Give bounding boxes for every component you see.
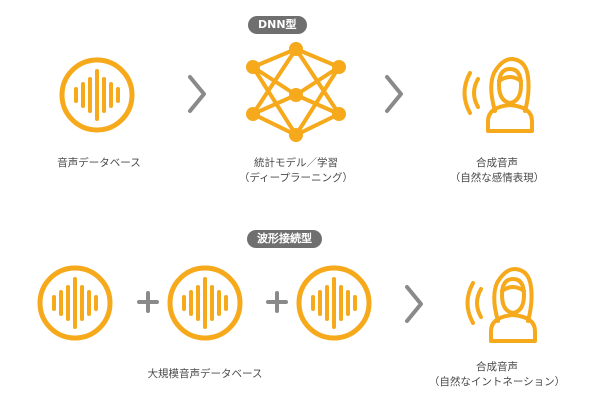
neural-network-icon xyxy=(246,42,346,142)
concat-caption-output: 合成音声 （自然なイントネーション） xyxy=(412,360,582,390)
caption-line: （自然なイントネーション） xyxy=(428,376,566,388)
caption-line: 合成音声 xyxy=(476,361,518,373)
concat-badge: 波形接続型 xyxy=(247,230,322,248)
caption-line: 合成音声 xyxy=(476,157,518,169)
dnn-caption-output: 合成音声 （自然な感情表現） xyxy=(412,156,582,186)
chevron-right-icon xyxy=(405,285,423,323)
sound-wave-icon-circle xyxy=(167,265,243,341)
caption-line: （自然な感情表現） xyxy=(449,172,545,184)
concat-caption-database: 大規模音声データベース xyxy=(120,367,290,382)
sound-wave-icon-circle xyxy=(37,265,113,341)
caption-line: 統計モデル／学習 xyxy=(254,157,338,169)
speaking-person-icon xyxy=(465,267,537,343)
caption-line: 大規模音声データベース xyxy=(147,368,263,380)
speaking-person-icon xyxy=(462,57,534,133)
caption-line: 音声データベース xyxy=(57,157,141,169)
concat-database-icon-2 xyxy=(167,265,243,341)
sound-wave-icon-circle xyxy=(296,265,372,341)
dnn-database-icon xyxy=(59,57,135,133)
dnn-badge: DNN型 xyxy=(248,16,307,34)
plus-icon xyxy=(266,291,288,313)
chevron-right-icon xyxy=(385,75,403,113)
concat-database-icon-1 xyxy=(37,265,113,341)
chevron-right-icon xyxy=(188,75,206,113)
sound-wave-icon-circle xyxy=(59,57,135,133)
caption-line: （ディープラーニング） xyxy=(238,172,354,184)
dnn-caption-database: 音声データベース xyxy=(14,156,184,171)
dnn-caption-model: 統計モデル／学習 （ディープラーニング） xyxy=(211,156,381,186)
concat-database-icon-3 xyxy=(296,265,372,341)
plus-icon xyxy=(137,291,159,313)
